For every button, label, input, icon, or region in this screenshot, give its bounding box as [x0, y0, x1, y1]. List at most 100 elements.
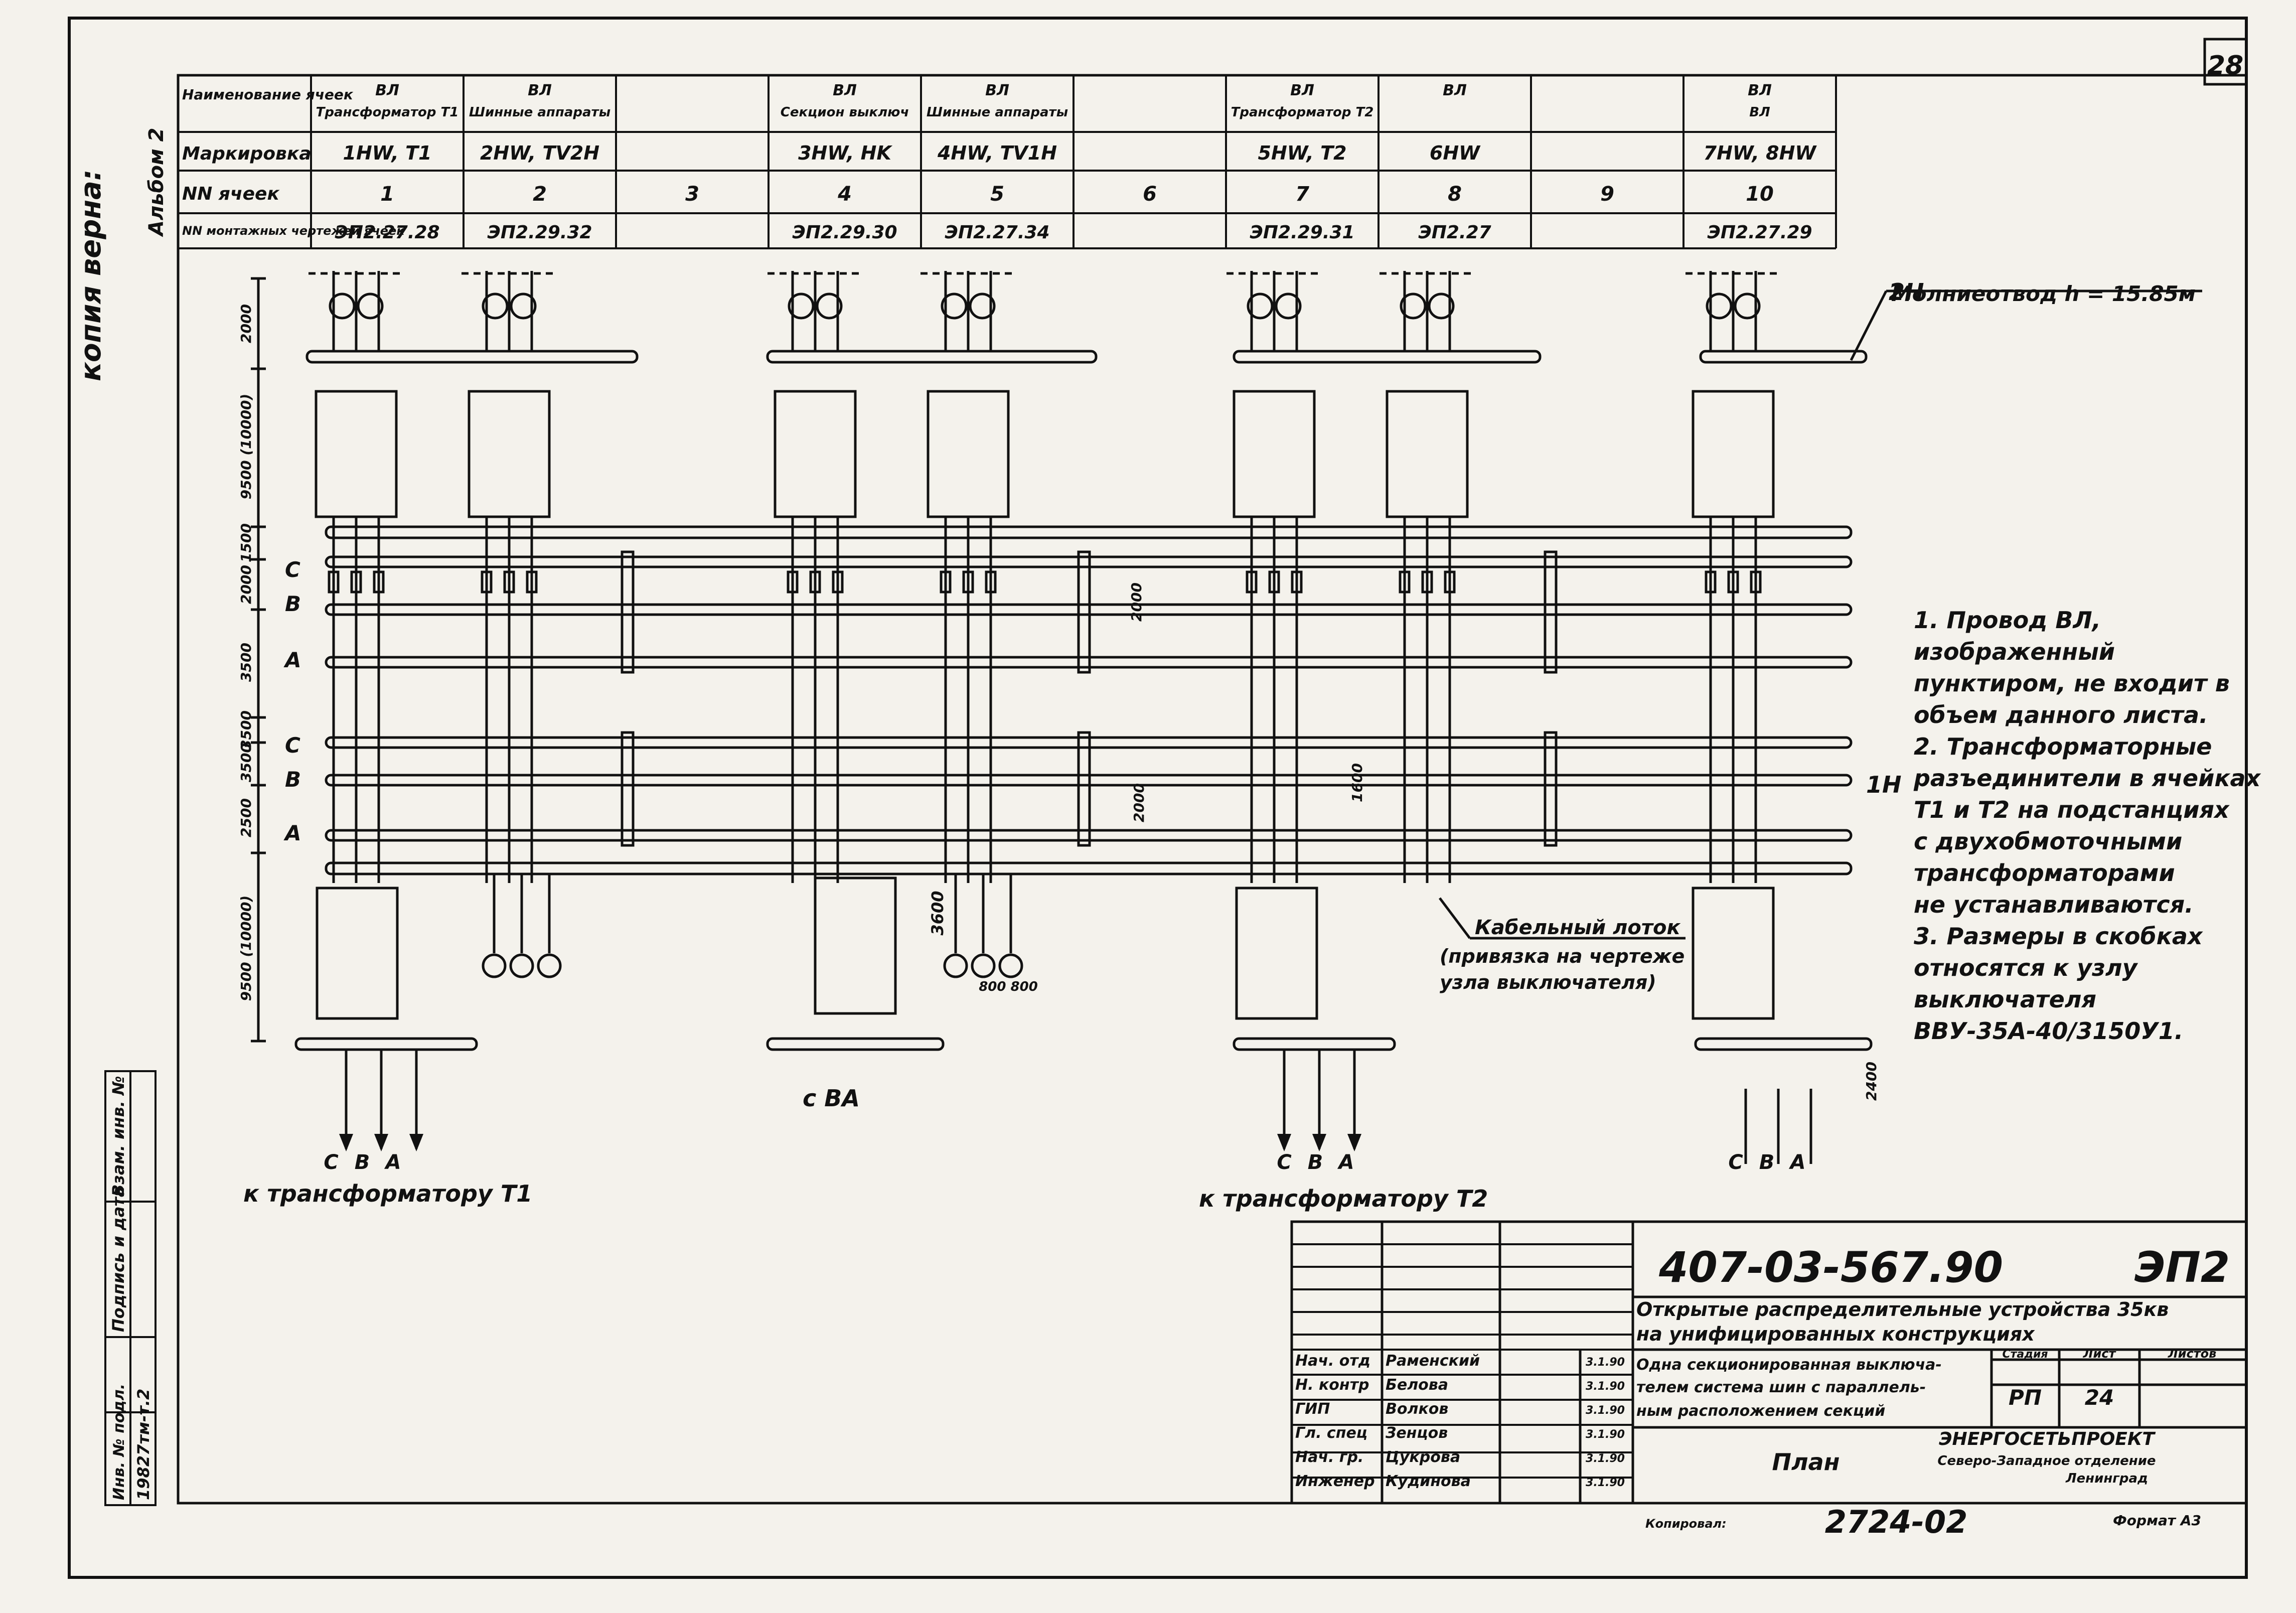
current-transformer	[329, 292, 356, 320]
dimension-label: 2000	[1128, 582, 1145, 622]
note-line: 1. Провод ВЛ, изображенный	[1914, 607, 2115, 665]
title-line-1: Открытые распределительные устройства 35…	[1636, 1298, 2169, 1321]
sheet-value: 24	[2085, 1385, 2114, 1410]
header-cell-name-sub: ВЛ	[1749, 105, 1770, 120]
bus-section-frame	[1077, 550, 1091, 674]
staff-date: 3.1.90	[1586, 1428, 1625, 1441]
arrow-to-t1	[339, 1134, 353, 1151]
post-insulator	[1399, 570, 1411, 594]
header-cell-name-sub: Шинные аппараты	[469, 105, 610, 120]
staff-role: Гл. спец	[1295, 1424, 1367, 1442]
header-label-names: Наименование ячеек	[182, 86, 354, 103]
staff-date: 3.1.90	[1586, 1356, 1625, 1369]
bus-phase-c-upper: C	[285, 557, 300, 582]
side-stamp-vzam: Взам. инв. №	[109, 1076, 128, 1197]
header-cell-number: 2	[533, 183, 547, 206]
bus-support-upper	[325, 525, 1853, 539]
arrester-c5	[998, 953, 1023, 978]
current-transformer	[788, 292, 815, 320]
current-transformer	[1400, 292, 1427, 320]
arrow-to-t2	[1312, 1134, 1326, 1151]
staff-role: Нач. отд	[1295, 1352, 1370, 1370]
page-number: 28	[2207, 51, 2243, 81]
lightning-rod-label: Молниеотвод h = 15.85м	[1891, 281, 2196, 306]
portal-beam-top	[1699, 350, 1868, 364]
staff-role: Нач. гр.	[1295, 1448, 1363, 1466]
staff-role: Н. контр	[1295, 1376, 1369, 1394]
arrow-to-t1	[374, 1134, 388, 1151]
header-label-marking: Маркировка	[182, 143, 312, 164]
arrow-to-t2	[1347, 1134, 1361, 1151]
dimension-label: 3500	[238, 710, 254, 750]
post-insulator	[1268, 570, 1280, 594]
header-cell-marking: 2HW, TV2H	[480, 142, 599, 164]
bus-section-frame	[621, 731, 635, 847]
portal-beam-top	[766, 350, 1098, 364]
bus-phase-b-lower: B	[285, 767, 301, 792]
description-line-2: телем система шин с параллель-	[1636, 1379, 1926, 1396]
arrester-c2	[482, 953, 507, 978]
inventory-number: 2724-02	[1825, 1504, 1968, 1540]
current-transformer	[357, 292, 384, 320]
post-insulator	[503, 570, 515, 594]
header-cell-name-sub: Трансформатор Т1	[316, 105, 459, 120]
header-cell-number: 4	[837, 183, 852, 206]
post-insulator	[787, 570, 799, 594]
header-cell-number: 7	[1295, 183, 1309, 206]
bus-phase-a-lower: A	[283, 821, 301, 845]
portal-beam-bottom	[766, 1037, 945, 1051]
note-line: с двухобмоточными	[1914, 828, 2183, 855]
copy-stamp: копия верна:	[75, 170, 107, 381]
circuit-breaker	[1233, 390, 1316, 518]
organization-division: Северо-Западное отделение	[1937, 1453, 2156, 1469]
sheet-header: Лист	[2083, 1347, 2117, 1361]
staff-date: 3.1.90	[1586, 1452, 1625, 1465]
side-stamp-podpis: Подпись и дата	[109, 1186, 128, 1332]
dimension-label: 3500	[238, 743, 254, 782]
arrester-c2	[537, 953, 562, 978]
staff-name: Кудинова	[1386, 1473, 1471, 1490]
header-cell-marking: 1HW, T1	[343, 142, 432, 164]
phase-label-t1: B	[355, 1151, 370, 1174]
post-insulator	[526, 570, 538, 594]
arrow-to-t1	[409, 1134, 423, 1151]
circuit-breaker	[774, 390, 857, 518]
header-cell-number: 10	[1746, 183, 1774, 206]
current-transformer	[1734, 292, 1761, 320]
lower-breaker-c10	[1692, 887, 1775, 1020]
header-cell-name-top: ВЛ	[1748, 82, 1772, 99]
post-insulator	[1291, 570, 1303, 594]
lightning-rod-leader	[1850, 290, 1888, 361]
header-cell-drawing: ЭП2.27	[1418, 222, 1491, 243]
header-cell-marking: 5HW, T2	[1258, 142, 1347, 164]
current-transformer	[1275, 292, 1302, 320]
side-stamp-inv-value: 19827тм-т.2	[134, 1389, 153, 1500]
header-cell-marking: 4HW, TV1H	[937, 142, 1057, 164]
circuit-breaker	[315, 390, 398, 518]
current-transformer	[1247, 292, 1274, 320]
header-cell-marking: 3HW, HK	[798, 142, 892, 164]
bus-support-lower	[325, 861, 1853, 875]
staff-name: Зенцов	[1385, 1424, 1448, 1442]
cable-tray-leader	[1439, 897, 1471, 939]
note-line: объем данного листа.	[1914, 701, 2208, 728]
header-cell-drawing: ЭП2.29.31	[1250, 222, 1354, 243]
staff-date: 3.1.90	[1586, 1404, 1625, 1417]
note-line: 3. Размеры в скобках	[1914, 923, 2203, 950]
post-insulator	[1727, 570, 1739, 594]
header-cell-number: 8	[1448, 183, 1462, 206]
staff-name: Белова	[1386, 1376, 1448, 1394]
header-cell-name-top: ВЛ	[528, 82, 552, 99]
header-cell-drawing: ЭП2.27.28	[335, 222, 439, 243]
phase-label-c10: A	[1789, 1151, 1806, 1174]
header-cell-drawing: ЭП2.27.34	[945, 222, 1049, 243]
phase-label-c10: C	[1728, 1151, 1743, 1174]
header-cell-number: 1	[380, 183, 394, 206]
description-line-3: ным расположением секций	[1636, 1402, 1885, 1420]
dimension-label: 1600	[1349, 763, 1365, 802]
portal-beam-bottom	[294, 1037, 478, 1051]
staff-role: Инженер	[1295, 1473, 1375, 1490]
va-bay	[814, 876, 897, 1015]
bus-section-frame	[1544, 731, 1558, 847]
